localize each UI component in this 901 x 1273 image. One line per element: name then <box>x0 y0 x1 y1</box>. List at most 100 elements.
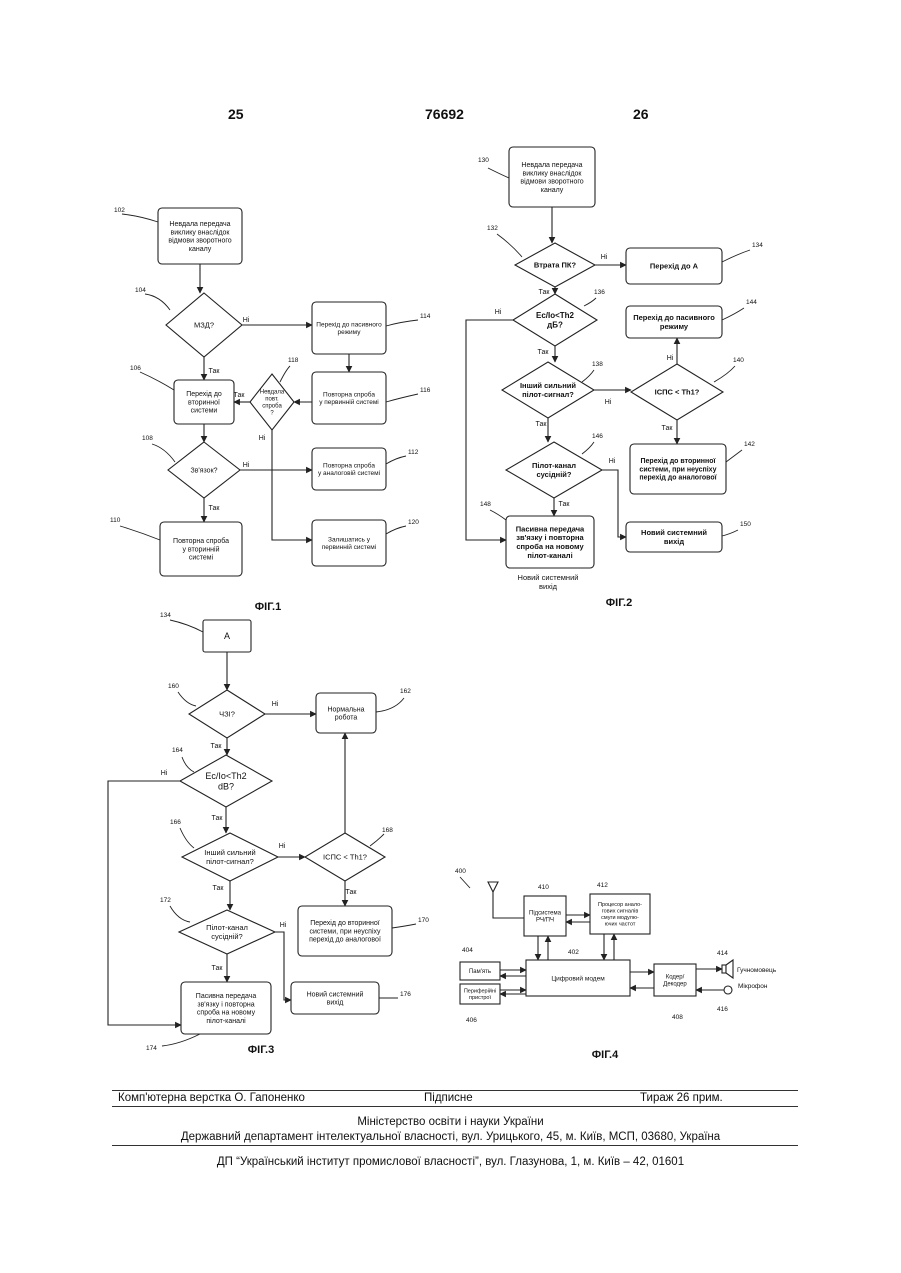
fig4-block-codec-line: Кодер/ <box>666 975 685 981</box>
fig1-node-retry-secondary-line: у вторинній <box>182 545 219 553</box>
fig1-lead-106 <box>140 372 174 390</box>
fig4-lead-400 <box>460 877 470 888</box>
footer-signed: Підписне <box>424 1092 473 1104</box>
fig2-decision-ispc-line: ІСПС < Th1? <box>655 388 700 397</box>
fig4-block-peripherals-line: Периферійні <box>464 988 496 995</box>
fig3-lead-134 <box>170 620 203 632</box>
fig1-lead-118 <box>280 366 290 382</box>
fig4-block-analog-processor-line: гових сигналів <box>602 909 639 915</box>
fig2-ref-142: 142 <box>744 441 755 448</box>
fig3-node-new-exit-line: вихід <box>327 999 344 1007</box>
fig4-ref-416: 416 <box>717 1006 728 1013</box>
fig1-edge-118-120 <box>272 430 312 540</box>
fig1-node-stay-primary-line: Залишатись у <box>328 536 371 543</box>
fig3-node-goto-secondary-line: Перехід до вторинної <box>310 919 380 927</box>
fig1-label-118-no: Ні <box>259 434 266 442</box>
fig3-lead-172 <box>170 906 190 922</box>
fig4-speaker-label: Гучномовець <box>737 967 777 974</box>
fig3-ref-172: 172 <box>160 897 171 904</box>
fig3-decision-ispc-line: ІСПС < Th1? <box>323 853 367 862</box>
fig4-ref-402: 402 <box>568 949 579 956</box>
fig4-block-peripherals-line: пристрої <box>469 995 491 1001</box>
fig2-decision-other-pilot-line: пілот-сигнал? <box>522 390 574 399</box>
fig2-lead-150 <box>722 530 738 536</box>
fig2-decision-neighbor-line: сусідній? <box>537 470 572 479</box>
fig3-node-passive-handoff-line: зв'язку і повторна <box>197 1000 254 1008</box>
fig1-label-108-yes: Так <box>209 505 221 512</box>
fig1-lead-108 <box>152 444 175 462</box>
fig2-label-136-no: Ні <box>495 308 502 316</box>
fig1-node-stay-primary-line: первинній системі <box>322 543 376 551</box>
fig4-ref-404: 404 <box>462 947 473 954</box>
fig4-block-codec-line: Декодер <box>663 982 687 988</box>
fig1-ref-118: 118 <box>288 357 299 364</box>
fig1-ref-112: 112 <box>408 449 419 456</box>
fig2-edge-146-150 <box>602 470 626 537</box>
fig3-lead-168 <box>370 834 384 846</box>
fig4-block-digital-modem-line: Цифровий модем <box>551 974 605 982</box>
fig3-decision-neighbor-line: Пілот-канал <box>206 923 248 932</box>
footer-department: Державний департамент інтелектуальної вл… <box>0 1131 901 1143</box>
fig3-ref-166: 166 <box>170 819 181 826</box>
fig3-node-goto-secondary-line: системи, при неуспіху <box>309 927 381 935</box>
fig1-lead-104 <box>145 294 170 310</box>
fig2-node-goto-secondary-line: системи, при неуспіху <box>639 465 716 473</box>
fig1-node-passive-mode-line: Перехід до пасивного <box>316 320 382 328</box>
fig2-decision-other-pilot-line: Інший сильний <box>520 381 576 390</box>
fig4-block-analog-processor-line: смуги модулю- <box>601 915 639 921</box>
fig2-lead-130 <box>488 168 509 178</box>
fig2-ref-136: 136 <box>594 289 605 296</box>
fig3-ref-176: 176 <box>400 991 411 998</box>
fig2-node-new-exit-line: вихід <box>664 537 684 546</box>
fig3-ref-134: 134 <box>160 612 171 619</box>
fig4-speaker-icon <box>722 965 726 973</box>
fig2-ref-130: 130 <box>478 157 489 164</box>
fig3-ref-162: 162 <box>400 688 411 695</box>
fig2-node-goto-secondary-line: перехід до аналогової <box>639 474 717 482</box>
footer-print-run: Тираж 26 прим. <box>640 1092 723 1104</box>
fig4-ref-406: 406 <box>466 1017 477 1024</box>
fig2-ref-138: 138 <box>592 361 603 368</box>
fig2-label-138-no: Ні <box>605 398 612 406</box>
fig1-ref-104: 104 <box>135 287 146 294</box>
fig3-label-164-yes: Так <box>212 815 224 822</box>
fig3-caption: ФІГ.3 <box>248 1044 274 1056</box>
fig2-node-passive-handoff-line: зв'язку і повторна <box>516 533 584 542</box>
fig1-decision-retry-failed-line: Невдала <box>260 389 285 395</box>
fig4-block-rf-if-line: Підсистема <box>529 911 562 917</box>
fig3-ref-164: 164 <box>172 747 183 754</box>
fig2-node-passive-handoff-line: пілот-каналі <box>527 551 572 560</box>
fig2-lead-140 <box>714 366 735 382</box>
fig2-decision-ecio-line: Ec/Io<Th2 <box>536 311 575 320</box>
fig1-ref-110: 110 <box>110 517 121 524</box>
fig2-lead-132 <box>497 234 522 257</box>
fig3-node-normal-line: робота <box>335 714 358 722</box>
fig4-antenna-icon <box>488 882 498 892</box>
fig4-microphone-label: Мікрофон <box>738 982 768 990</box>
fig1-caption: ФІГ.1 <box>255 601 281 613</box>
fig3-decision-cqi-line: ЧЗІ? <box>219 710 235 719</box>
fig4-ref-414: 414 <box>717 950 728 957</box>
fig3-decision-other-pilot-line: пілот-сигнал? <box>206 857 254 866</box>
fig1-label-108-no: Ні <box>243 461 250 469</box>
fig3-ref-170: 170 <box>418 917 429 924</box>
fig3-node-a-line: A <box>224 631 230 641</box>
fig4-block-analog-processor-line: Процесор анало- <box>598 902 642 908</box>
fig1-node-failed-call-line: Невдала передача <box>169 221 230 228</box>
fig3-label-164-no: Ні <box>161 769 168 777</box>
fig1-lead-112 <box>386 456 406 464</box>
footer-institute: ДП “Український інститут промислової вла… <box>0 1156 901 1168</box>
fig3-ref-168: 168 <box>382 827 393 834</box>
fig1-node-failed-call-line: каналу <box>189 246 212 253</box>
fig3-label-160-no: Ні <box>272 700 279 708</box>
fig2-node-goto-secondary-line: Перехід до вторинної <box>641 457 717 465</box>
fig3-decision-ecio-line: Ec/Io<Th2 <box>205 771 246 781</box>
fig2-node-new-exit-line: Новий системний <box>641 528 707 537</box>
fig4-edge-antenna-410 <box>493 892 524 918</box>
fig1-node-goto-secondary-line: вторинної <box>188 399 220 406</box>
fig3-node-goto-secondary-line: перехід до аналогової <box>309 936 381 944</box>
fig1-decision-mzd-line: МЗД? <box>194 321 214 330</box>
fig4-caption: ФІГ.4 <box>592 1049 619 1061</box>
fig1-node-retry-secondary-line: системі <box>189 554 214 562</box>
fig2-caption: ФІГ.2 <box>606 597 632 609</box>
